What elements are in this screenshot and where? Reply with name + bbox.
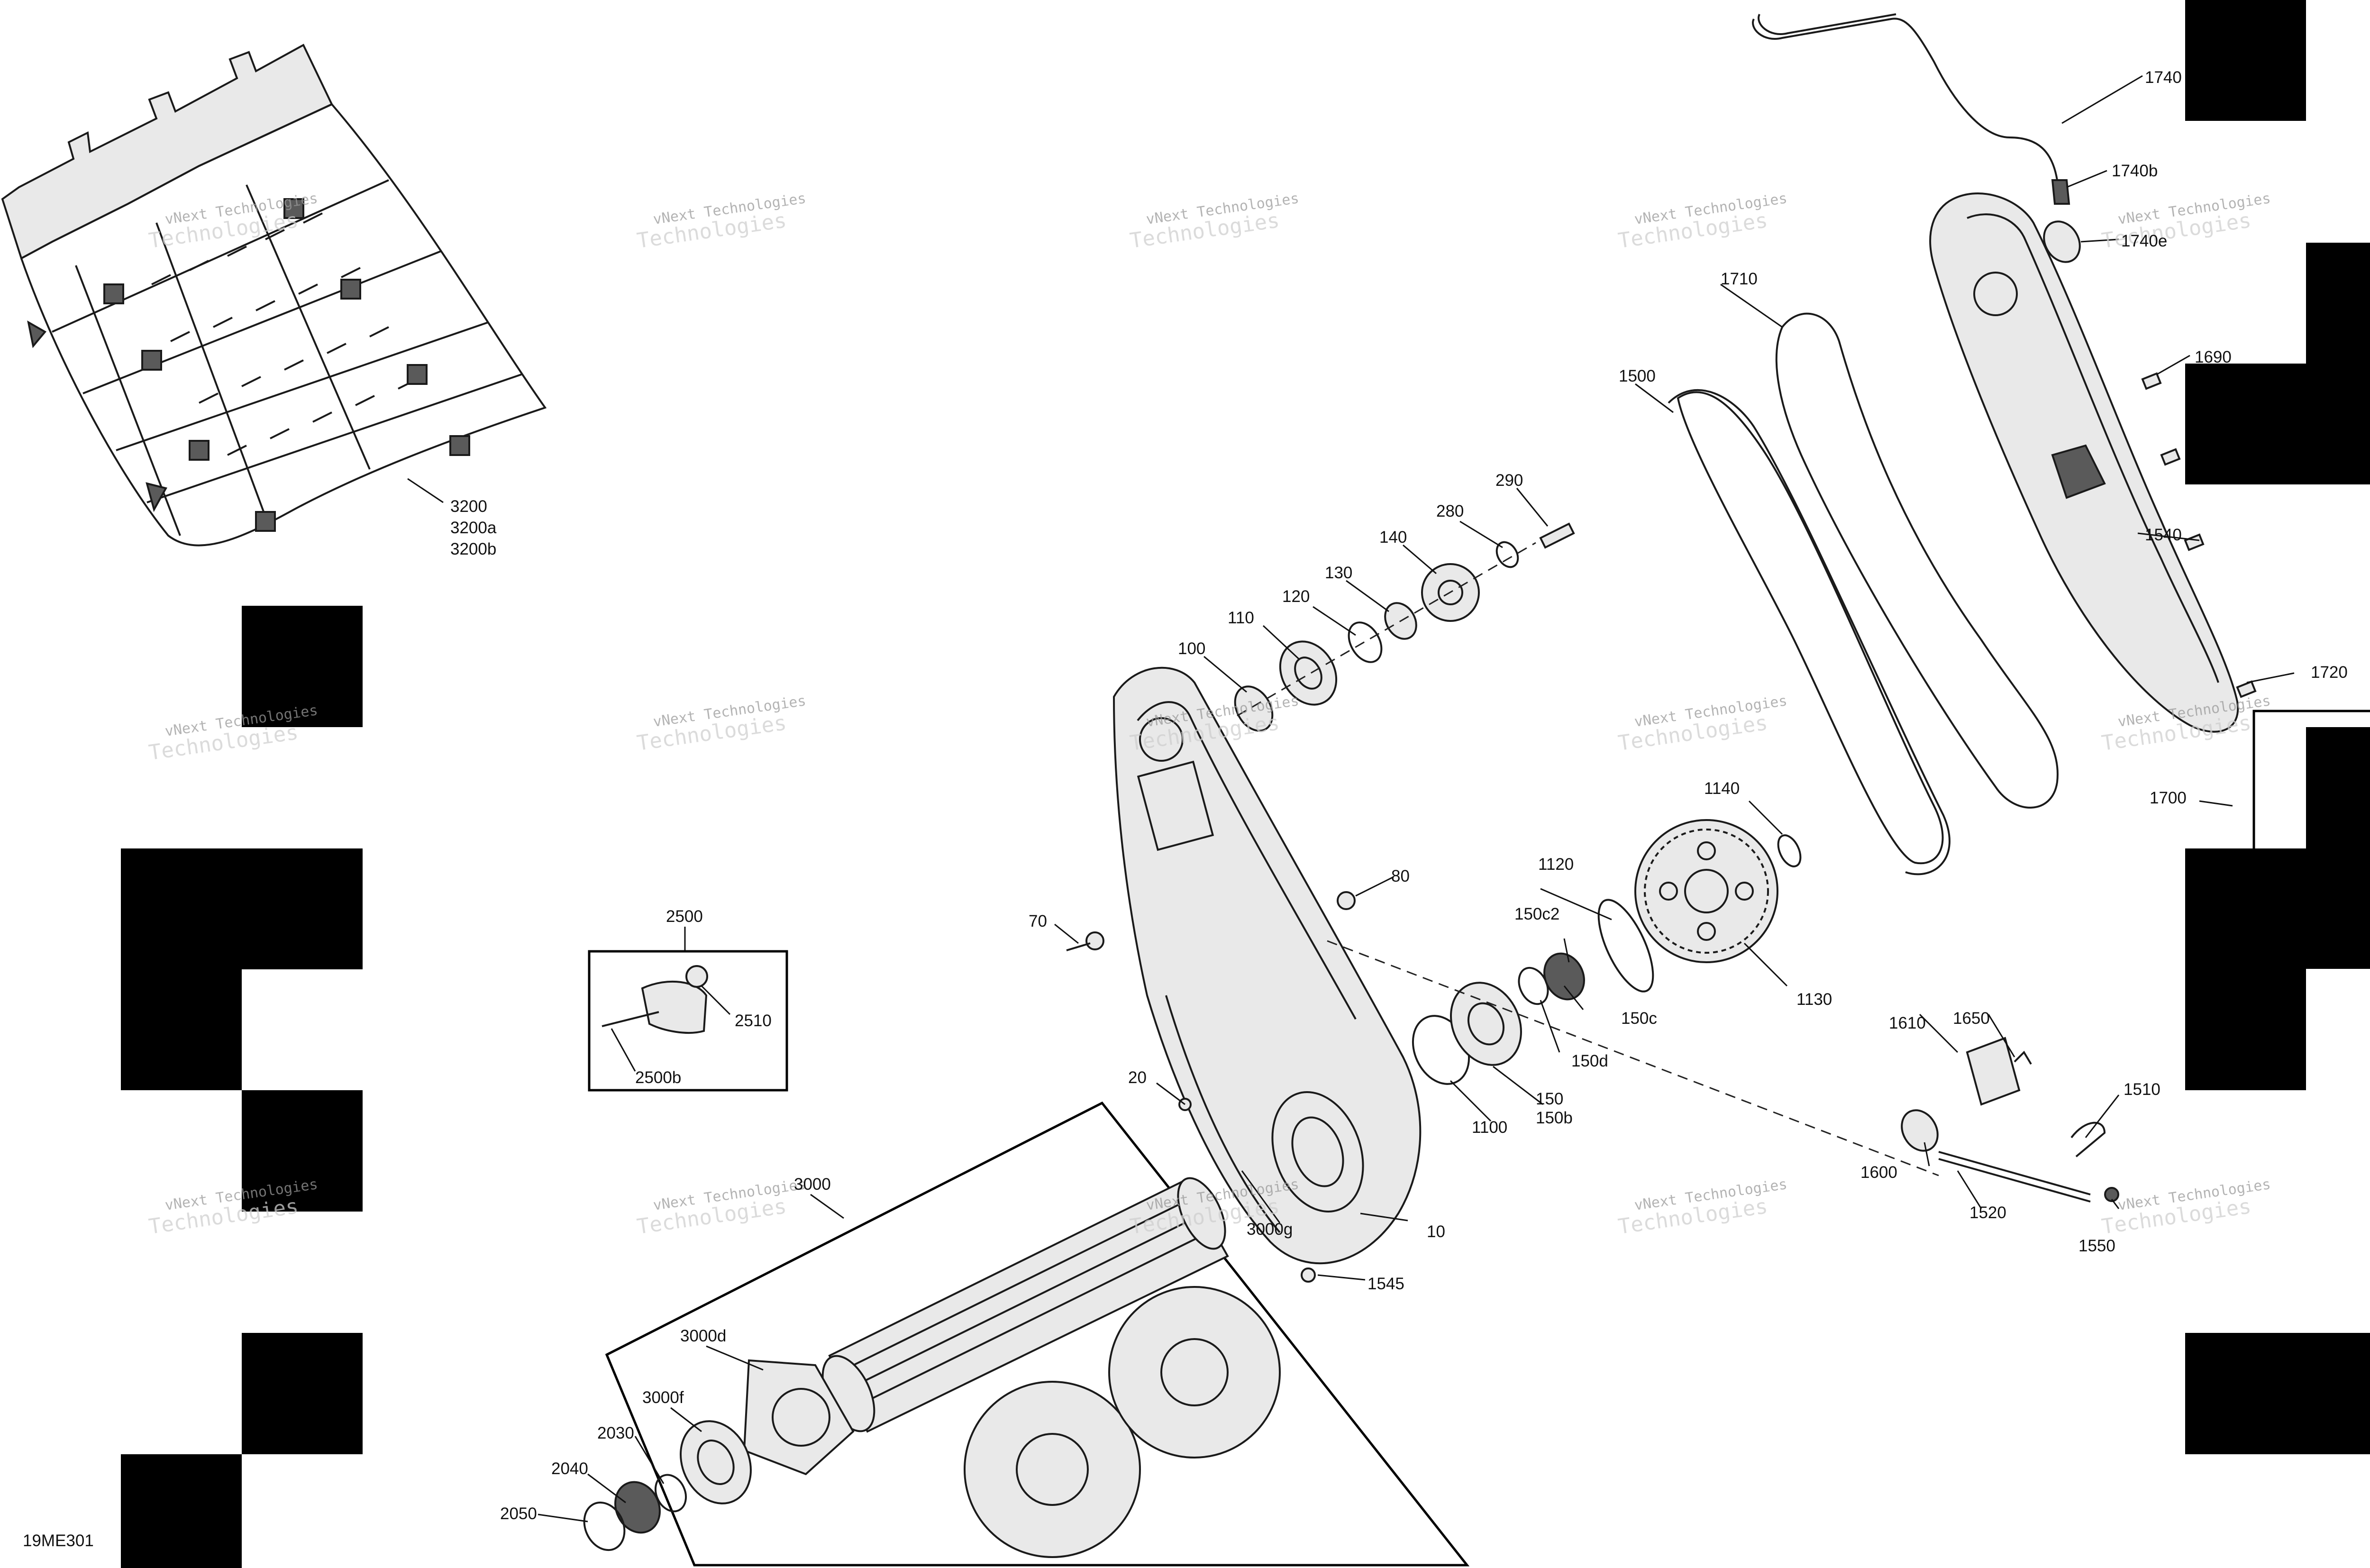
callout-label: 150c — [1621, 1009, 1657, 1028]
callout-label: 3000f — [642, 1388, 684, 1407]
callout-label: 1550 — [2078, 1237, 2115, 1255]
callout-label: 2510 — [735, 1012, 772, 1030]
track-slots — [151, 212, 418, 456]
callout-label: 1510 — [2124, 1080, 2160, 1099]
callout-label: 1740 — [2145, 68, 2182, 87]
callout-label: 1740b — [2112, 162, 2158, 180]
track-section-3200 — [1, 44, 547, 547]
sprocket-rear — [1108, 1286, 1281, 1459]
callout-label: 2050 — [500, 1504, 537, 1523]
drive-chain-1500 — [1668, 389, 1951, 875]
callout-label: 3200b — [450, 540, 496, 558]
watermark-block: vNext Technologies Technologies — [636, 1176, 807, 1239]
callout-label: 1740e — [2121, 232, 2167, 250]
upper-sprocket-stack — [1234, 522, 1575, 732]
watermark-block: vNext Technologies Technologies — [636, 190, 807, 253]
callout-label: 1545 — [1367, 1275, 1404, 1293]
callout-label: 1690 — [2195, 348, 2232, 366]
watermark-block: vNext Technologies Technologies — [147, 190, 319, 253]
chaincase-cover-1700 — [1929, 192, 2239, 733]
callout-label: 1130 — [1796, 990, 1832, 1009]
callout-label: 1650 — [1953, 1009, 1990, 1028]
drive-axle-inset-3000 — [583, 1101, 1470, 1567]
callout-label: 3000g — [1247, 1220, 1293, 1239]
callout-label: 2500b — [635, 1068, 681, 1087]
callout-labels: 3200 3200a 3200b 2500 2510 2500b 3000 30… — [450, 68, 2348, 1523]
callout-label: 2030 — [597, 1424, 634, 1442]
large-gear-1130 — [1634, 819, 1778, 963]
callout-label: 280 — [1436, 502, 1464, 520]
callout-label: 1720 — [2311, 663, 2348, 682]
right-edge-inset — [2252, 710, 2370, 848]
callout-label: 1120 — [1538, 855, 1574, 874]
callout-label: 70 — [1029, 912, 1047, 930]
callout-label: 100 — [1178, 639, 1205, 658]
callout-label: 150b — [1536, 1109, 1573, 1127]
callout-label: 110 — [1228, 609, 1254, 627]
drive-gear-group — [1327, 819, 1939, 1176]
watermark-block: vNext Technologies Technologies — [1129, 190, 1300, 253]
watermark-block: vNext Technologies Technologies — [1617, 1176, 1788, 1239]
bearing-3000f — [680, 1420, 752, 1504]
chaincase-housing-10 — [1112, 666, 1422, 1265]
callout-label: 3200a — [450, 519, 497, 537]
callout-label: 120 — [1282, 587, 1310, 606]
callout-label: 3200 — [450, 497, 487, 516]
leader-lines — [407, 75, 2295, 1522]
clip-inset-2500 — [588, 950, 788, 1092]
fasteners — [1066, 372, 2257, 1283]
watermark-block: vNext Technologies Technologies — [636, 693, 807, 756]
callout-label: 1520 — [1969, 1203, 2006, 1222]
callout-label: 3000 — [794, 1175, 831, 1194]
callout-label: 2040 — [551, 1459, 588, 1478]
redaction-blocks — [121, 0, 2370, 1568]
callout-label: 3000d — [680, 1327, 726, 1345]
track-clips — [103, 198, 470, 532]
watermark-block: vNext Technologies Technologies — [147, 702, 319, 765]
callout-label: 140 — [1379, 528, 1407, 547]
callout-label: 20 — [1128, 1068, 1147, 1087]
tensioner-group — [1901, 1037, 2119, 1203]
callout-label: 290 — [1495, 471, 1523, 490]
diagram-code: 19ME301 — [23, 1532, 94, 1550]
callout-label: 150 — [1536, 1090, 1563, 1108]
callout-label: 1500 — [1619, 367, 1656, 385]
callout-label: 1600 — [1860, 1163, 1897, 1182]
bearing-plate-3000d — [743, 1359, 855, 1476]
callout-label: 1700 — [2150, 789, 2187, 807]
callout-label: 1540 — [2145, 526, 2182, 544]
callout-label: 130 — [1325, 564, 1352, 582]
watermark-block: vNext Technologies Technologies — [147, 1176, 319, 1239]
callout-label: 1610 — [1889, 1014, 1926, 1032]
watermark-block: vNext Technologies Technologies — [2100, 1176, 2272, 1239]
watermark-block: vNext Technologies Technologies — [1617, 693, 1788, 756]
oil-line-1740 — [1752, 13, 2081, 263]
callout-label: 2500 — [666, 907, 703, 926]
callout-label: 1710 — [1721, 270, 1758, 288]
callout-label: 80 — [1391, 867, 1410, 885]
callout-label: 1100 — [1472, 1118, 1507, 1137]
watermark-block: vNext Technologies Technologies — [1617, 190, 1788, 253]
callout-label: 1140 — [1704, 779, 1740, 798]
callout-label: 10 — [1427, 1222, 1445, 1241]
sprocket-front — [964, 1381, 1141, 1558]
callout-label: 150c2 — [1514, 905, 1559, 923]
drive-belt-1710 — [1775, 312, 2059, 809]
callout-label: 150d — [1571, 1052, 1608, 1070]
